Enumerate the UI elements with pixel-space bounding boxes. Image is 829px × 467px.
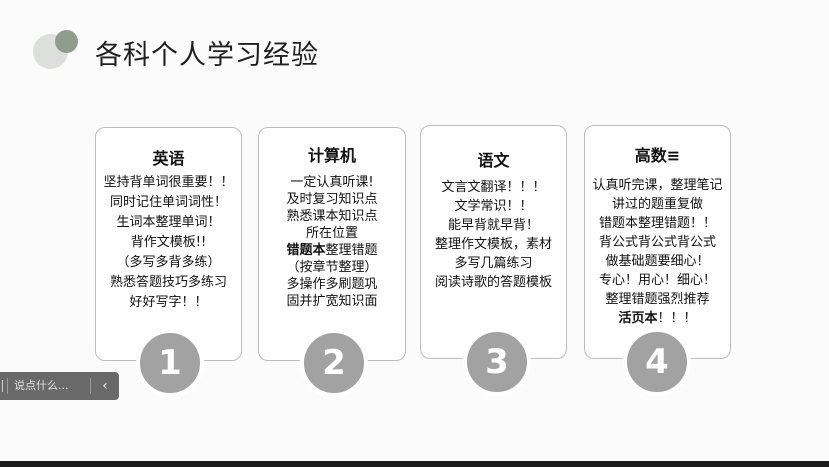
card-line: 坚持背单词很重要！！ xyxy=(103,175,234,190)
card-body: 文言文翻译！！！ 文学常识！！ 能早背就早背！ 整理作文模板，素材 多写几篇练习… xyxy=(421,178,566,292)
chevron-left-icon[interactable]: ‹ xyxy=(102,378,108,394)
card-line: 整理错题强烈推荐 xyxy=(605,292,710,307)
card-line: 熟悉课本知识点 xyxy=(286,209,378,224)
card-line: 能早背就早背！ xyxy=(447,218,539,233)
chat-input[interactable]: 说点什么... xyxy=(14,379,69,392)
number-badge: 2 xyxy=(300,329,368,397)
decorative-circle-small xyxy=(55,30,78,53)
divider xyxy=(7,378,8,394)
card-line: 错题本整理错题！！ xyxy=(598,216,716,231)
card-line: 同时记住单词词性！ xyxy=(109,195,227,210)
card-line: 背公式背公式背公式 xyxy=(598,235,716,250)
bottom-bar xyxy=(0,461,829,467)
card-line: 专心！用心！细心！ xyxy=(598,273,716,288)
card-line: 所在位置 xyxy=(305,226,358,241)
card-line: 错题本整理错题 xyxy=(286,243,378,258)
card-line: 整理作文模板，素材 xyxy=(434,237,552,252)
card-english: 英语 坚持背单词很重要！！ 同时记住单词词性！ 生词本整理单词！ 背作文模板!!… xyxy=(95,127,242,361)
card-line: 认真听完课，整理笔记 xyxy=(592,178,723,193)
card-body: 一定认真听课! 及时复习知识点 熟悉课本知识点 所在位置 错题本整理错题 （按章… xyxy=(259,174,405,310)
card-title: 高数≡ xyxy=(634,146,681,165)
card-line: 熟悉答题技巧多练习 xyxy=(109,275,227,290)
card-line: 文言文翻译！！！ xyxy=(441,180,546,195)
card-line: 讲过的题重复做 xyxy=(611,197,703,212)
chat-widget: 说点什么... ‹ xyxy=(0,372,119,400)
card-title: 计算机 xyxy=(307,146,356,165)
card-body: 认真听完课，整理笔记 讲过的题重复做 错题本整理错题！！ 背公式背公式背公式 做… xyxy=(585,176,730,328)
card-title: 语文 xyxy=(477,151,510,170)
card-line: 做基础题要细心！ xyxy=(605,254,710,269)
panel-edge-icon xyxy=(0,380,3,392)
card-line: （多写多背多练） xyxy=(116,255,221,270)
card-advanced-math: 高数≡ 认真听完课，整理笔记 讲过的题重复做 错题本整理错题！！ 背公式背公式背… xyxy=(584,125,731,359)
card-line: 固并扩宽知识面 xyxy=(286,294,378,309)
card-line: 文学常识！！ xyxy=(454,199,533,214)
card-line: 多操作多刷题巩 xyxy=(286,277,378,292)
divider xyxy=(90,378,91,394)
card-line: 及时复习知识点 xyxy=(286,192,378,207)
number-badge: 4 xyxy=(623,328,691,396)
slide-title: 各科个人学习经验 xyxy=(95,40,319,71)
card-line: 阅读诗歌的答题模板 xyxy=(434,275,552,290)
card-body: 坚持背单词很重要！！ 同时记住单词词性！ 生词本整理单词！ 背作文模板!! （多… xyxy=(96,173,241,313)
card-title: 英语 xyxy=(152,149,185,168)
number-badge: 1 xyxy=(136,329,204,397)
card-line: 多写几篇练习 xyxy=(454,256,533,271)
card-chinese: 语文 文言文翻译！！！ 文学常识！！ 能早背就早背！ 整理作文模板，素材 多写几… xyxy=(420,125,567,359)
card-line: 背作文模板!! xyxy=(130,235,207,250)
number-badge: 3 xyxy=(463,328,531,396)
card-line: 一定认真听课! xyxy=(290,175,374,190)
card-line: 生词本整理单词！ xyxy=(116,215,221,230)
card-line: 好好写字！！ xyxy=(129,295,208,310)
card-line: 活页本！！！ xyxy=(618,311,697,326)
card-computer: 计算机 一定认真听课! 及时复习知识点 熟悉课本知识点 所在位置 错题本整理错题… xyxy=(258,127,406,361)
card-line: （按章节整理） xyxy=(286,260,378,275)
